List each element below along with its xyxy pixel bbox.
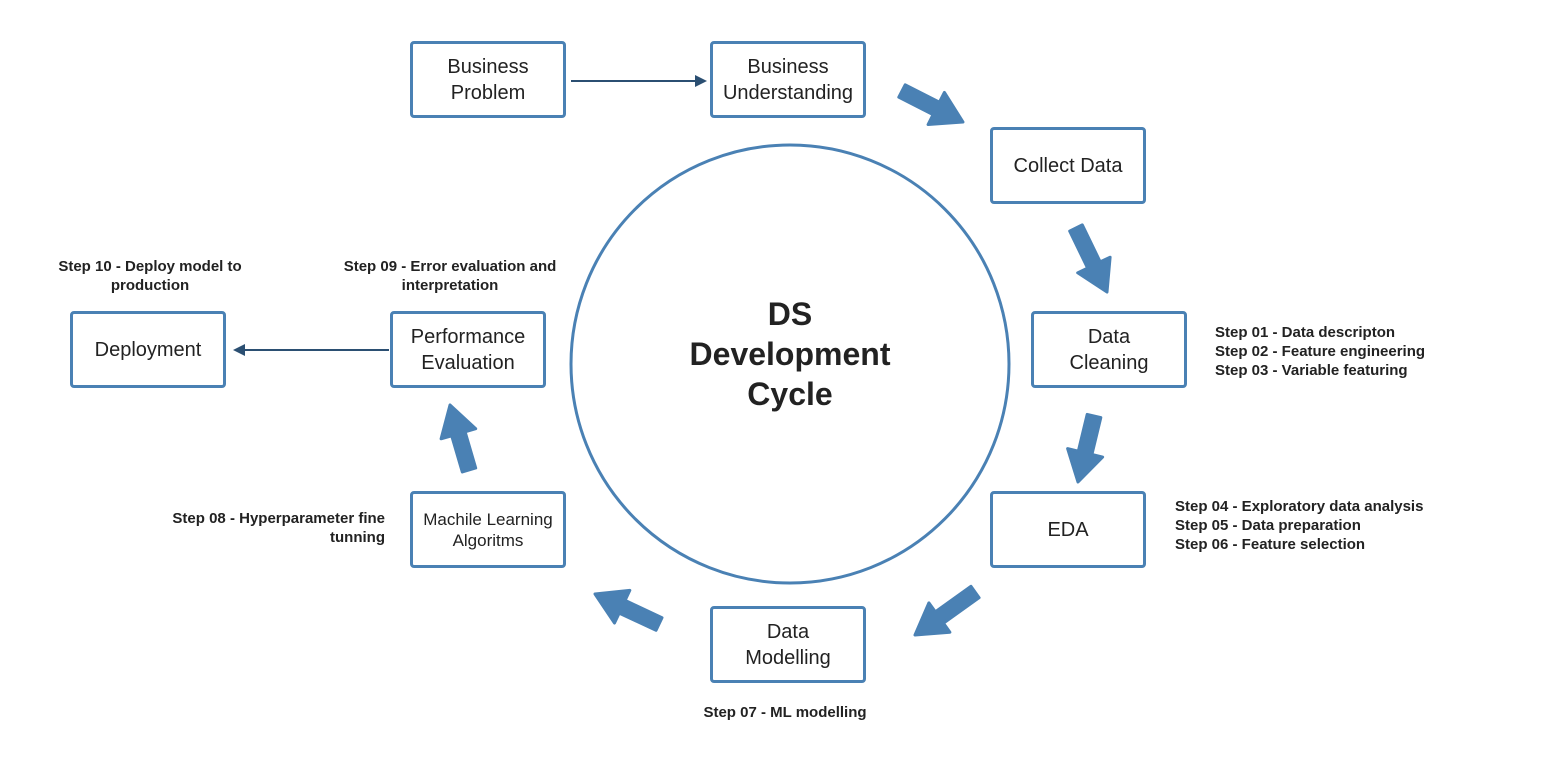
business-problem-line2: Problem bbox=[450, 81, 526, 104]
cycle-arrow-collect-to-cleaning bbox=[1068, 223, 1112, 294]
ml-algorithms-line1: Machile Learning bbox=[423, 509, 553, 529]
step-07-text: Step 07 - ML modelling bbox=[703, 704, 867, 721]
data-cleaning-box: Data Cleaning bbox=[1031, 311, 1187, 388]
deployment-label: Deployment bbox=[94, 338, 202, 361]
step-04-text: Step 04 - Exploratory data analysis bbox=[1175, 498, 1424, 515]
business-problem-line1: Business bbox=[447, 55, 529, 78]
ml-algorithms-box: Machile Learning Algoritms bbox=[410, 491, 566, 568]
cycle-arrow-eda-to-modelling bbox=[913, 584, 981, 637]
center-title-line1: DS bbox=[767, 296, 813, 332]
cycle-arrow-cleaning-to-eda bbox=[1066, 412, 1105, 484]
performance-evaluation-line1: Performance bbox=[410, 325, 526, 348]
cycle-arrow-algorithms-to-evaluation bbox=[439, 403, 478, 474]
step-03-text: Step 03 - Variable featuring bbox=[1215, 362, 1408, 379]
step-06-text: Step 06 - Feature selection bbox=[1175, 536, 1366, 553]
business-understanding-box: Business Understanding bbox=[710, 41, 866, 118]
center-title-line3: Cycle bbox=[747, 376, 833, 412]
data-modelling-box: Data Modelling bbox=[710, 606, 866, 683]
step-10-line2: production bbox=[110, 277, 190, 294]
hyperparameter-step-note: Step 08 - Hyperparameter fine tunning bbox=[140, 509, 385, 547]
cycle-arrows bbox=[439, 83, 1112, 637]
step-10-line1: Step 10 - Deploy model to bbox=[58, 258, 242, 275]
eda-box: EDA bbox=[990, 491, 1146, 568]
deploy-step-note: Step 10 - Deploy model to production bbox=[40, 257, 260, 295]
data-modelling-line2: Modelling bbox=[745, 646, 831, 669]
data-cleaning-line1: Data bbox=[1087, 325, 1131, 348]
step-09-line2: interpretation bbox=[401, 277, 499, 294]
collect-data-box: Collect Data bbox=[990, 127, 1146, 204]
center-title-line2: Development bbox=[689, 336, 891, 372]
step-08-line2: tunning bbox=[330, 529, 385, 546]
center-title: DS Development Cycle bbox=[640, 294, 940, 414]
eda-steps-note: Step 04 - Exploratory data analysis Step… bbox=[1175, 497, 1423, 554]
step-08-line1: Step 08 - Hyperparameter fine bbox=[172, 510, 385, 527]
cycle-arrow-understanding-to-collect bbox=[897, 83, 965, 126]
cleaning-steps-note: Step 01 - Data descripton Step 02 - Feat… bbox=[1215, 323, 1425, 380]
error-evaluation-step-note: Step 09 - Error evaluation and interpret… bbox=[330, 257, 570, 295]
business-understanding-line1: Business bbox=[747, 55, 829, 78]
deployment-box: Deployment bbox=[70, 311, 226, 388]
performance-evaluation-line2: Evaluation bbox=[421, 351, 515, 374]
modelling-step-note: Step 07 - ML modelling bbox=[680, 703, 890, 722]
step-02-text: Step 02 - Feature engineering bbox=[1215, 343, 1426, 360]
cycle-arrow-modelling-to-algorithms bbox=[593, 588, 664, 632]
eda-label: EDA bbox=[1047, 518, 1089, 541]
step-09-line1: Step 09 - Error evaluation and bbox=[343, 258, 557, 275]
step-01-text: Step 01 - Data descripton bbox=[1215, 324, 1396, 341]
business-understanding-line2: Understanding bbox=[722, 81, 854, 104]
ml-algorithms-line2: Algoritms bbox=[452, 530, 524, 550]
collect-data-label: Collect Data bbox=[1013, 154, 1123, 177]
data-cleaning-line2: Cleaning bbox=[1069, 351, 1149, 374]
step-05-text: Step 05 - Data preparation bbox=[1175, 517, 1361, 534]
data-modelling-line1: Data bbox=[766, 620, 810, 643]
center-circle bbox=[569, 143, 1011, 585]
business-problem-box: Business Problem bbox=[410, 41, 566, 118]
performance-evaluation-box: Performance Evaluation bbox=[390, 311, 546, 388]
